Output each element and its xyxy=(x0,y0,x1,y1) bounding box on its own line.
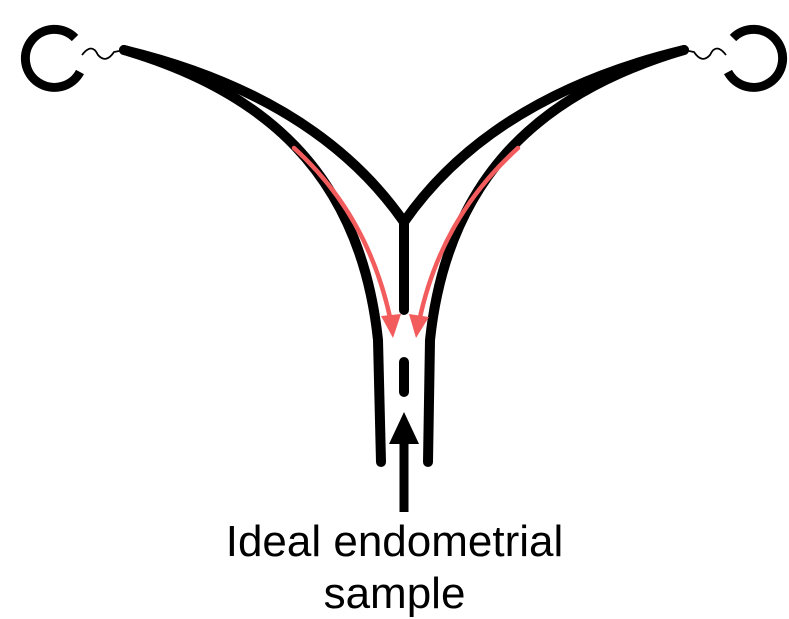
left-inner-wall xyxy=(124,50,404,222)
right-ring-icon xyxy=(728,29,783,87)
left-outer-wall xyxy=(124,50,381,462)
left-connector-wire xyxy=(82,49,124,59)
right-inner-wall xyxy=(404,50,684,222)
right-connector-wire xyxy=(684,49,726,59)
caption-line-1: Ideal endometrial xyxy=(0,517,789,567)
arrow-up-icon xyxy=(389,412,419,444)
left-ring-icon xyxy=(25,29,80,87)
left-flow-arrow xyxy=(294,148,391,322)
left-flow-arrowhead xyxy=(381,314,401,338)
caption-line-2: sample xyxy=(0,569,789,619)
right-outer-wall xyxy=(428,50,684,462)
